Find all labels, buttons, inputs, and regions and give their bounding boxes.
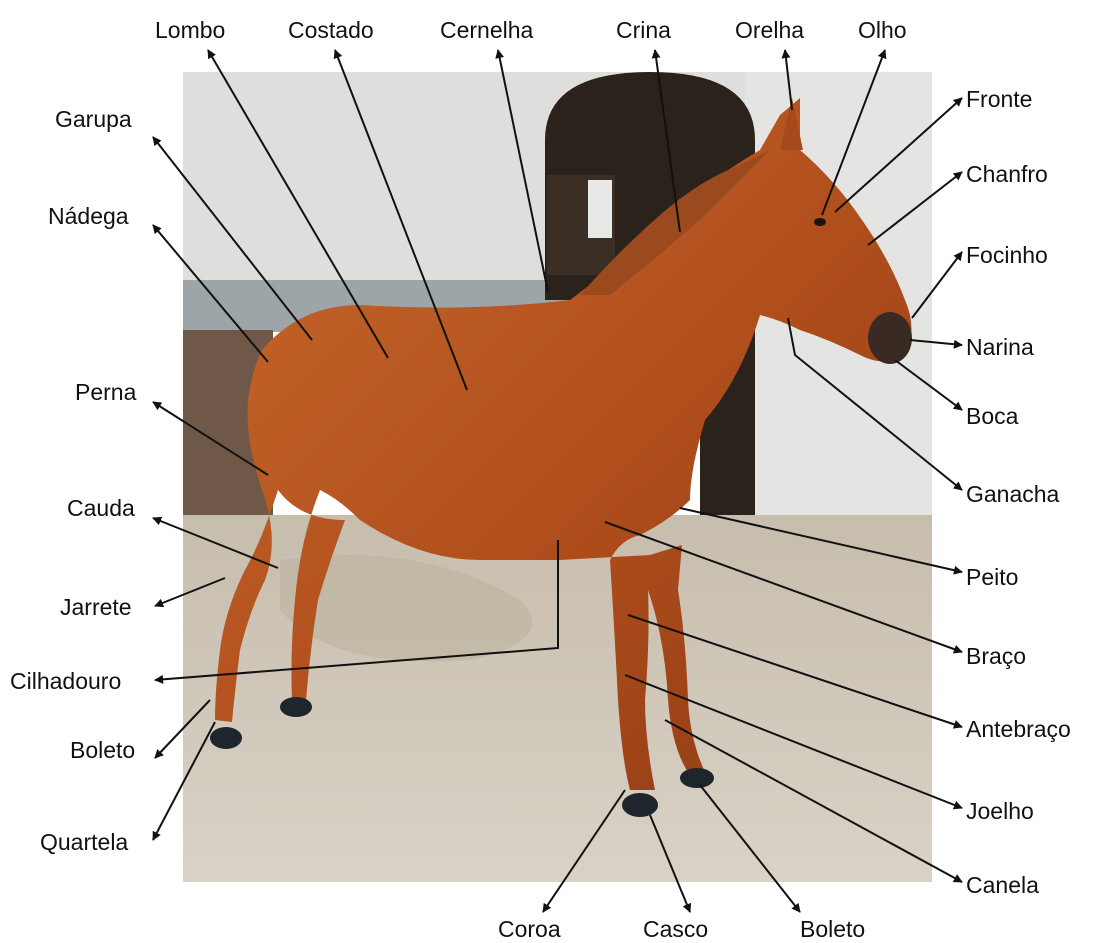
label-joelho: Joelho [966, 798, 1034, 824]
label-crina: Crina [616, 17, 671, 43]
label-boleto-bottom: Boleto [800, 916, 865, 942]
label-antebraco: Antebraço [966, 716, 1071, 742]
label-quartela: Quartela [40, 829, 128, 855]
label-ganacha: Ganacha [966, 481, 1060, 507]
label-boca: Boca [966, 403, 1019, 429]
label-perna: Perna [75, 379, 137, 405]
label-olho: Olho [858, 17, 907, 43]
label-cilhadouro: Cilhadouro [10, 668, 121, 694]
label-focinho: Focinho [966, 242, 1048, 268]
label-peito: Peito [966, 564, 1018, 590]
label-boleto-left: Boleto [70, 737, 135, 763]
label-nadega: Nádega [48, 203, 129, 229]
label-narina: Narina [966, 334, 1034, 360]
hoof-front-right [680, 768, 714, 788]
horse-muzzle [868, 312, 912, 364]
label-cernelha: Cernelha [440, 17, 534, 43]
label-cauda: Cauda [67, 495, 135, 521]
label-casco: Casco [643, 916, 708, 942]
horse-eye [814, 218, 826, 226]
hoof-front-left [622, 793, 658, 817]
label-garupa: Garupa [55, 106, 132, 132]
hoof-hind-left [210, 727, 242, 749]
label-jarrete: Jarrete [60, 594, 132, 620]
label-orelha: Orelha [735, 17, 804, 43]
label-coroa: Coroa [498, 916, 561, 942]
window-pane [588, 180, 612, 238]
label-chanfro: Chanfro [966, 161, 1048, 187]
hoof-hind-right [280, 697, 312, 717]
label-canela: Canela [966, 872, 1039, 898]
label-costado: Costado [288, 17, 374, 43]
horse-photo [183, 72, 932, 882]
label-lombo: Lombo [155, 17, 225, 43]
label-braco: Braço [966, 643, 1026, 669]
label-fronte: Fronte [966, 86, 1032, 112]
